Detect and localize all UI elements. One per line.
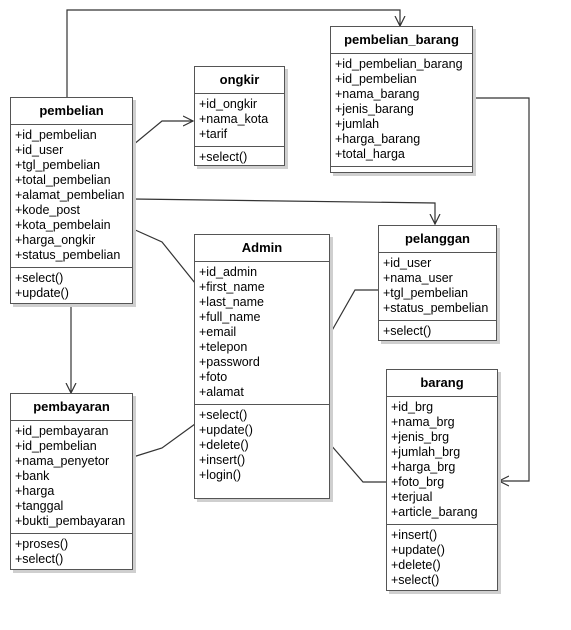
class-admin[interactable]: Admin +id_admin+first_name+last_name+ful… [194,234,330,499]
attribute-row: +nama_barang [335,87,420,101]
operation-row: +insert() [199,453,246,467]
attribute-row: +tanggal [15,499,64,513]
class-pembelian-barang[interactable]: pembelian_barang +id_pembelian_barang+id… [330,26,473,173]
operation-compartment: +select()+update()+delete()+insert()+log… [195,405,329,487]
attribute-row: +tgl_pembelian [383,286,469,300]
connector-pembelian-admin-link [132,228,196,284]
operation-row: +select() [391,573,440,587]
class-ongkir[interactable]: ongkir +id_ongkir+nama_kota+tarif +selec… [194,66,285,166]
attribute-compartment: +id_pembelian+id_user+tgl_pembelian+tota… [11,125,132,268]
class-title: barang [387,370,497,397]
connector-admin-pelanggan-link [329,289,378,335]
attribute-row: +foto [199,370,228,384]
operation-compartment: +select() [379,321,496,343]
operation-compartment: +insert()+update()+delete()+select() [387,525,497,592]
attribute-row: +harga_barang [335,132,421,146]
attribute-row: +kota_pembelain [15,218,111,232]
operation-row: +delete() [199,438,249,452]
attribute-row: +id_brg [391,400,434,414]
attribute-row: +id_user [15,143,64,157]
attribute-row: +telepon [199,340,248,354]
class-title: pelanggan [379,226,496,253]
attribute-compartment: +id_ongkir+nama_kota+tarif [195,94,284,147]
operation-row: +login() [199,468,242,482]
attribute-row: +article_barang [391,505,478,519]
attribute-row: +tarif [199,127,228,141]
attribute-row: +nama_brg [391,415,455,429]
attribute-compartment: +id_brg+nama_brg+jenis_brg+jumlah_brg+ha… [387,397,497,525]
attribute-row: +id_pembelian [15,439,97,453]
attribute-row: +terjual [391,490,433,504]
attribute-row: +jenis_barang [335,102,414,116]
operation-compartment: +proses()+select() [11,534,132,571]
connector-pembelian-to-pembelian-barang [66,9,400,98]
attribute-row: +kode_post [15,203,80,217]
attribute-row: +id_ongkir [199,97,258,111]
operation-row: +select() [199,408,248,422]
operation-compartment: +select() [195,147,284,169]
attribute-row: +id_pembelian [335,72,417,86]
connector-pembelian-to-pelanggan [132,198,435,224]
attribute-row: +nama_penyetor [15,454,110,468]
attribute-row: +last_name [199,295,264,309]
class-title: pembayaran [11,394,132,421]
class-pembayaran[interactable]: pembayaran +id_pembayaran+id_pembelian+n… [10,393,133,570]
attribute-row: +jenis_brg [391,430,450,444]
attribute-row: +email [199,325,237,339]
operation-compartment: +select()+update() [11,268,132,305]
operation-row: +insert() [391,528,438,542]
attribute-row: +id_pembayaran [15,424,109,438]
attribute-row: +alamat_pembelian [15,188,125,202]
attribute-row: +first_name [199,280,265,294]
operation-row: +delete() [391,558,441,572]
operation-row: +update() [391,543,445,557]
attribute-row: +jumlah [335,117,380,131]
operation-row: +select() [383,324,432,338]
class-title: Admin [195,235,329,262]
attribute-row: +total_harga [335,147,405,161]
attribute-compartment: +id_user+nama_user+tgl_pembelian+status_… [379,253,496,321]
connector-pembelian-to-ongkir [132,121,193,146]
operation-row: +select() [199,150,248,164]
class-title: pembelian_barang [331,27,472,54]
class-pembelian[interactable]: pembelian +id_pembelian+id_user+tgl_pemb… [10,97,133,304]
connector-pembelian-barang-to-barang [473,97,530,481]
attribute-compartment: +id_pembelian_barang+id_pembelian+nama_b… [331,54,472,167]
attribute-row: +bukti_pembayaran [15,514,126,528]
attribute-row: +full_name [199,310,261,324]
attribute-row: +id_user [383,256,432,270]
operation-row: +proses() [15,537,69,551]
attribute-row: +id_admin [199,265,258,279]
attribute-row: +nama_user [383,271,453,285]
attribute-row: +bank [15,469,50,483]
attribute-compartment: +id_pembayaran+id_pembelian+nama_penyeto… [11,421,132,534]
operation-row: +update() [199,423,253,437]
attribute-row: +harga_brg [391,460,456,474]
attribute-row: +jumlah_brg [391,445,461,459]
operation-row: +update() [15,286,69,300]
attribute-compartment: +id_admin+first_name+last_name+full_name… [195,262,329,405]
class-title: pembelian [11,98,132,125]
class-barang[interactable]: barang +id_brg+nama_brg+jenis_brg+jumlah… [386,369,498,591]
attribute-row: +tgl_pembelian [15,158,101,172]
attribute-row: +alamat [199,385,244,399]
attribute-row: +id_pembelian [15,128,97,142]
attribute-row: +harga_ongkir [15,233,96,247]
attribute-row: +status_pembelian [383,301,489,315]
attribute-row: +nama_kota [199,112,269,126]
attribute-row: +total_pembelian [15,173,111,187]
connector-admin-pembayaran-link [132,423,196,458]
class-pelanggan[interactable]: pelanggan +id_user+nama_user+tgl_pembeli… [378,225,497,341]
class-title: ongkir [195,67,284,94]
operation-compartment [331,167,472,178]
attribute-row: +id_pembelian_barang [335,57,463,71]
attribute-row: +harga [15,484,55,498]
operation-row: +select() [15,271,64,285]
attribute-row: +password [199,355,260,369]
attribute-row: +status_pembelian [15,248,121,262]
connector-admin-barang-link [329,443,386,483]
attribute-row: +foto_brg [391,475,445,489]
operation-row: +select() [15,552,64,566]
